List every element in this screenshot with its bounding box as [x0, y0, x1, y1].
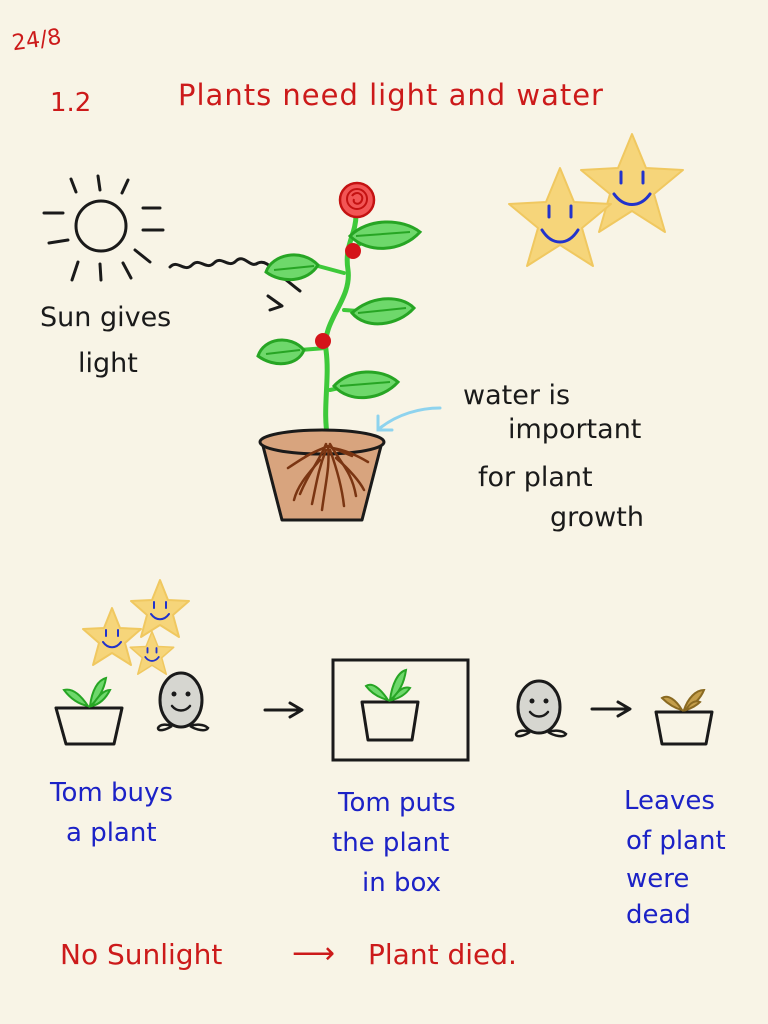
step2-caption-line1: Tom puts [338, 788, 456, 818]
water-label-line3: for plant [478, 462, 593, 493]
sun-label-line1: Sun gives [40, 302, 172, 333]
water-label-line1: water is [463, 380, 571, 411]
sprout-pot-icon [54, 676, 124, 746]
small-stars-icon [82, 579, 190, 675]
page-title: Plants need light and water [178, 78, 604, 112]
water-arrow [376, 406, 442, 432]
step3-caption-line4: dead [626, 900, 691, 930]
conclusion-arrow: ⟶ [292, 936, 336, 971]
conclusion-cause: No Sunlight [60, 938, 223, 971]
step2-caption-line3: in box [362, 868, 441, 898]
arrow-icon-2 [590, 700, 632, 718]
arrow-icon [263, 701, 304, 719]
step2-caption-line2: the plant [332, 828, 450, 858]
face-icon-2 [514, 679, 568, 738]
star-face-icon [508, 133, 684, 267]
step3-caption-line1: Leaves [624, 786, 715, 816]
sun-icon [42, 174, 165, 282]
water-label-line2: important [508, 414, 642, 445]
conclusion-effect: Plant died. [368, 938, 517, 971]
box-icon [331, 658, 470, 762]
plant-icon [256, 181, 423, 443]
step1-caption-line1: Tom buys [50, 778, 173, 808]
step3-caption-line3: were [626, 864, 690, 894]
water-label-line4: growth [550, 502, 644, 533]
sun-label-line2: light [78, 348, 138, 379]
pot-icon [258, 428, 386, 522]
dead-plant-pot-icon [654, 688, 714, 746]
step3-caption-line2: of plant [626, 826, 726, 856]
face-icon [156, 671, 210, 732]
step1-caption-line2: a plant [66, 818, 157, 848]
section-number: 1.2 [50, 88, 92, 118]
